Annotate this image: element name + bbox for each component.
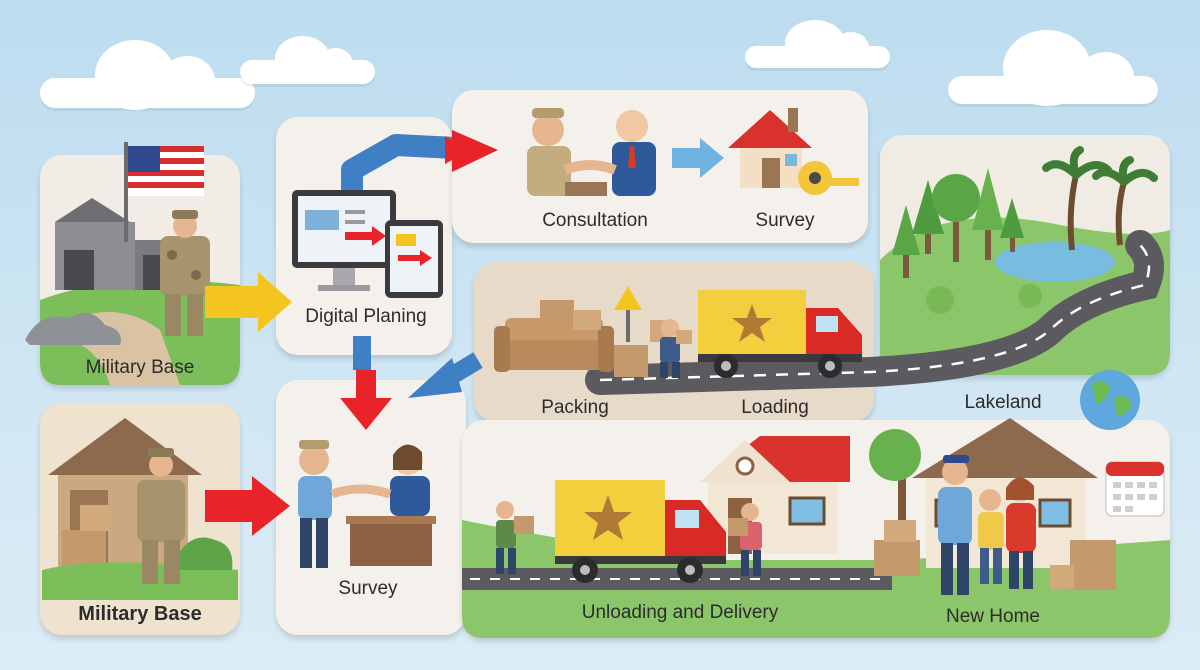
label-unloading-delivery: Unloading and Delivery bbox=[581, 602, 779, 623]
label-survey-bottom: Survey bbox=[338, 578, 398, 599]
label-loading: Loading bbox=[741, 397, 809, 418]
military-base-panel-2 bbox=[40, 403, 240, 635]
cloud-decoration bbox=[745, 20, 890, 68]
label-digital-planning: Digital Planing bbox=[305, 306, 427, 327]
label-military-base-2: Military Base bbox=[78, 603, 202, 625]
lakeland-panel bbox=[880, 135, 1170, 375]
label-lakeland: Lakeland bbox=[964, 392, 1042, 413]
cloud-decoration bbox=[40, 40, 255, 110]
military-base-panel-1 bbox=[40, 155, 240, 385]
label-consultation: Consultation bbox=[542, 210, 648, 231]
label-survey-top: Survey bbox=[755, 210, 815, 231]
cloud-decoration bbox=[948, 30, 1158, 106]
label-new-home: New Home bbox=[946, 606, 1040, 627]
label-packing: Packing bbox=[541, 397, 609, 418]
cloud-decoration bbox=[240, 36, 375, 84]
label-military-base-1: Military Base bbox=[85, 357, 195, 378]
